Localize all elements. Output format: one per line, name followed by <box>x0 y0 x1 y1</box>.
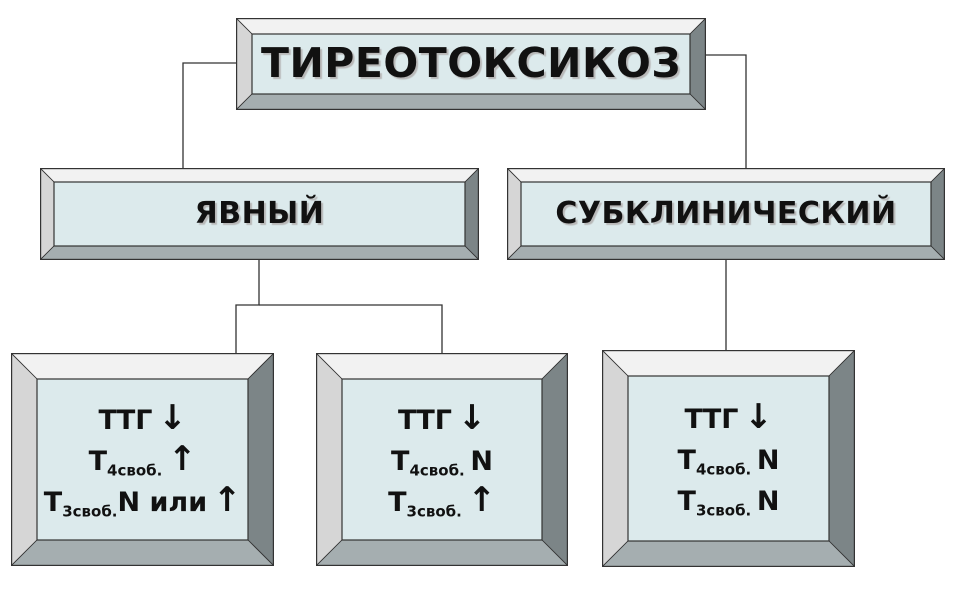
bevel-face <box>36 378 249 541</box>
lab-box-subclinical: ТТГ ↓ Т4своб. N Т3своб. N <box>602 350 855 567</box>
connector-explicit-to-boxes <box>235 260 260 353</box>
category-subclinical: СУБКЛИНИЧЕСКИЙ <box>507 168 945 260</box>
root-title-face: ТИРЕОТОКСИКОЗ <box>252 34 690 94</box>
bevel-top <box>316 353 568 380</box>
bevel-left <box>40 168 55 260</box>
bevel-frame <box>40 168 479 260</box>
row-subscript: 3своб. <box>695 501 752 520</box>
category-subclinical-face: СУБКЛИНИЧЕСКИЙ <box>521 182 931 246</box>
bevel-top <box>236 18 706 35</box>
root-title: ТИРЕОТОКСИКОЗ <box>261 39 681 88</box>
row-arrow-up-icon: ↑ <box>467 479 496 520</box>
category-explicit: ЯВНЫЙ <box>40 168 479 260</box>
row-value: N или <box>117 486 208 518</box>
bevel-right <box>247 353 274 566</box>
lab-box-explicit-1: ТТГ ↓ Т4своб. ↑ Т3своб.N или ↑ <box>11 353 274 566</box>
row-label: Т <box>88 446 108 478</box>
row-label: ТТГ <box>397 405 452 437</box>
bevel-outline <box>236 18 706 110</box>
row-subscript: 4своб. <box>695 460 752 479</box>
bevel-frame <box>11 353 274 566</box>
row-label: Т <box>677 445 696 477</box>
lab-box-explicit-1-face: ТТГ ↓ Т4своб. ↑ Т3своб.N или ↑ <box>37 379 248 540</box>
row-arrow-down-icon: ↓ <box>457 398 487 439</box>
bevel-top <box>602 350 855 377</box>
row-label: Т <box>391 446 410 478</box>
bevel-bottom <box>507 245 945 260</box>
bevel-outline <box>602 350 855 567</box>
bevel-bottom <box>40 245 479 260</box>
row-subscript: 3своб. <box>62 502 118 521</box>
bevel-face <box>627 375 830 542</box>
lab-row: Т3своб. N <box>678 479 780 520</box>
row-value: N <box>470 446 493 478</box>
connector-root-to-subclinical <box>706 54 747 168</box>
row-label: Т <box>43 486 63 518</box>
bevel-left <box>316 353 343 566</box>
bevel-bottom <box>602 540 855 567</box>
row-arrow-down-icon: ↓ <box>744 397 773 438</box>
lab-box-explicit-2: ТТГ ↓ Т4своб. N Т3своб. ↑ <box>316 353 568 566</box>
lab-row: Т3своб.N или ↑ <box>44 480 241 521</box>
lab-row: ТТГ ↓ <box>98 398 186 439</box>
bevel-outline <box>40 168 479 260</box>
row-arrow-down-icon: ↓ <box>158 398 187 439</box>
lab-row: ТТГ ↓ <box>398 398 486 439</box>
lab-row: Т4своб. N <box>391 439 493 480</box>
row-arrow-up-icon: ↑ <box>167 439 197 480</box>
row-subscript: 3своб. <box>406 502 462 521</box>
connector-explicit-to-box2 <box>259 304 443 353</box>
root-node: ТИРЕОТОКСИКОЗ <box>236 18 706 110</box>
bevel-face <box>251 33 691 95</box>
bevel-frame <box>316 353 568 566</box>
category-explicit-label: ЯВНЫЙ <box>194 196 325 231</box>
bevel-top <box>40 168 479 183</box>
row-label: Т <box>677 485 696 517</box>
bevel-right <box>930 168 945 260</box>
bevel-right <box>828 350 855 567</box>
category-explicit-face: ЯВНЫЙ <box>54 182 465 246</box>
bevel-left <box>507 168 522 260</box>
bevel-frame <box>236 18 706 110</box>
row-label: ТТГ <box>98 405 153 437</box>
lab-row: Т3своб. ↑ <box>388 480 496 521</box>
bevel-frame <box>507 168 945 260</box>
row-value: N <box>756 485 780 517</box>
bevel-top <box>507 168 945 183</box>
lab-box-explicit-2-face: ТТГ ↓ Т4своб. N Т3своб. ↑ <box>342 379 542 540</box>
row-subscript: 4своб. <box>409 461 465 480</box>
lab-box-subclinical-face: ТТГ ↓ Т4своб. N Т3своб. N <box>628 376 829 541</box>
bevel-face <box>341 378 543 541</box>
bevel-bottom <box>11 539 274 566</box>
bevel-frame <box>602 350 855 567</box>
bevel-outline <box>316 353 568 566</box>
bevel-top <box>11 353 274 380</box>
lab-row: ТТГ ↓ <box>684 397 772 438</box>
bevel-left <box>602 350 629 567</box>
bevel-right <box>541 353 568 566</box>
row-label: Т <box>388 486 407 518</box>
connector-root-to-explicit <box>182 62 236 168</box>
bevel-left <box>11 353 38 566</box>
row-subscript: 4своб. <box>107 461 163 480</box>
bevel-face <box>53 181 466 247</box>
row-label: ТТГ <box>684 404 739 436</box>
row-value: N <box>756 445 780 477</box>
bevel-right <box>464 168 479 260</box>
bevel-outline <box>11 353 274 566</box>
row-arrow-up-icon: ↑ <box>212 479 242 520</box>
bevel-bottom <box>236 93 706 110</box>
lab-row: Т4своб. N <box>678 438 780 479</box>
lab-row: Т4своб. ↑ <box>89 439 197 480</box>
bevel-face <box>520 181 932 247</box>
bevel-outline <box>507 168 945 260</box>
category-subclinical-label: СУБКЛИНИЧЕСКИЙ <box>555 196 897 231</box>
bevel-bottom <box>316 539 568 566</box>
